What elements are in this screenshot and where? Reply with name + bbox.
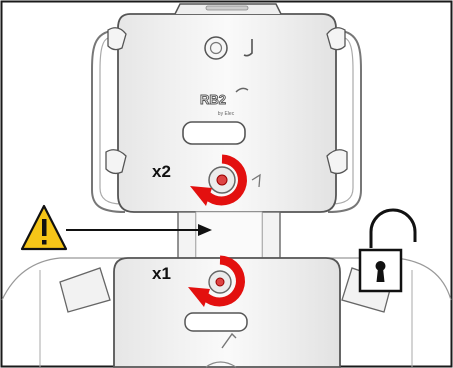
brand-logo: RB2 — [200, 92, 226, 107]
upper-device: RB2 by Elec — [92, 4, 361, 212]
lower-turn-count: x1 — [152, 264, 171, 283]
lower-slot — [185, 313, 247, 331]
top-button — [205, 37, 227, 59]
connecting-column — [178, 212, 280, 260]
brand-byline: by Elec — [218, 111, 235, 117]
upper-turn-count: x2 — [152, 162, 171, 181]
upper-slot — [183, 122, 245, 144]
